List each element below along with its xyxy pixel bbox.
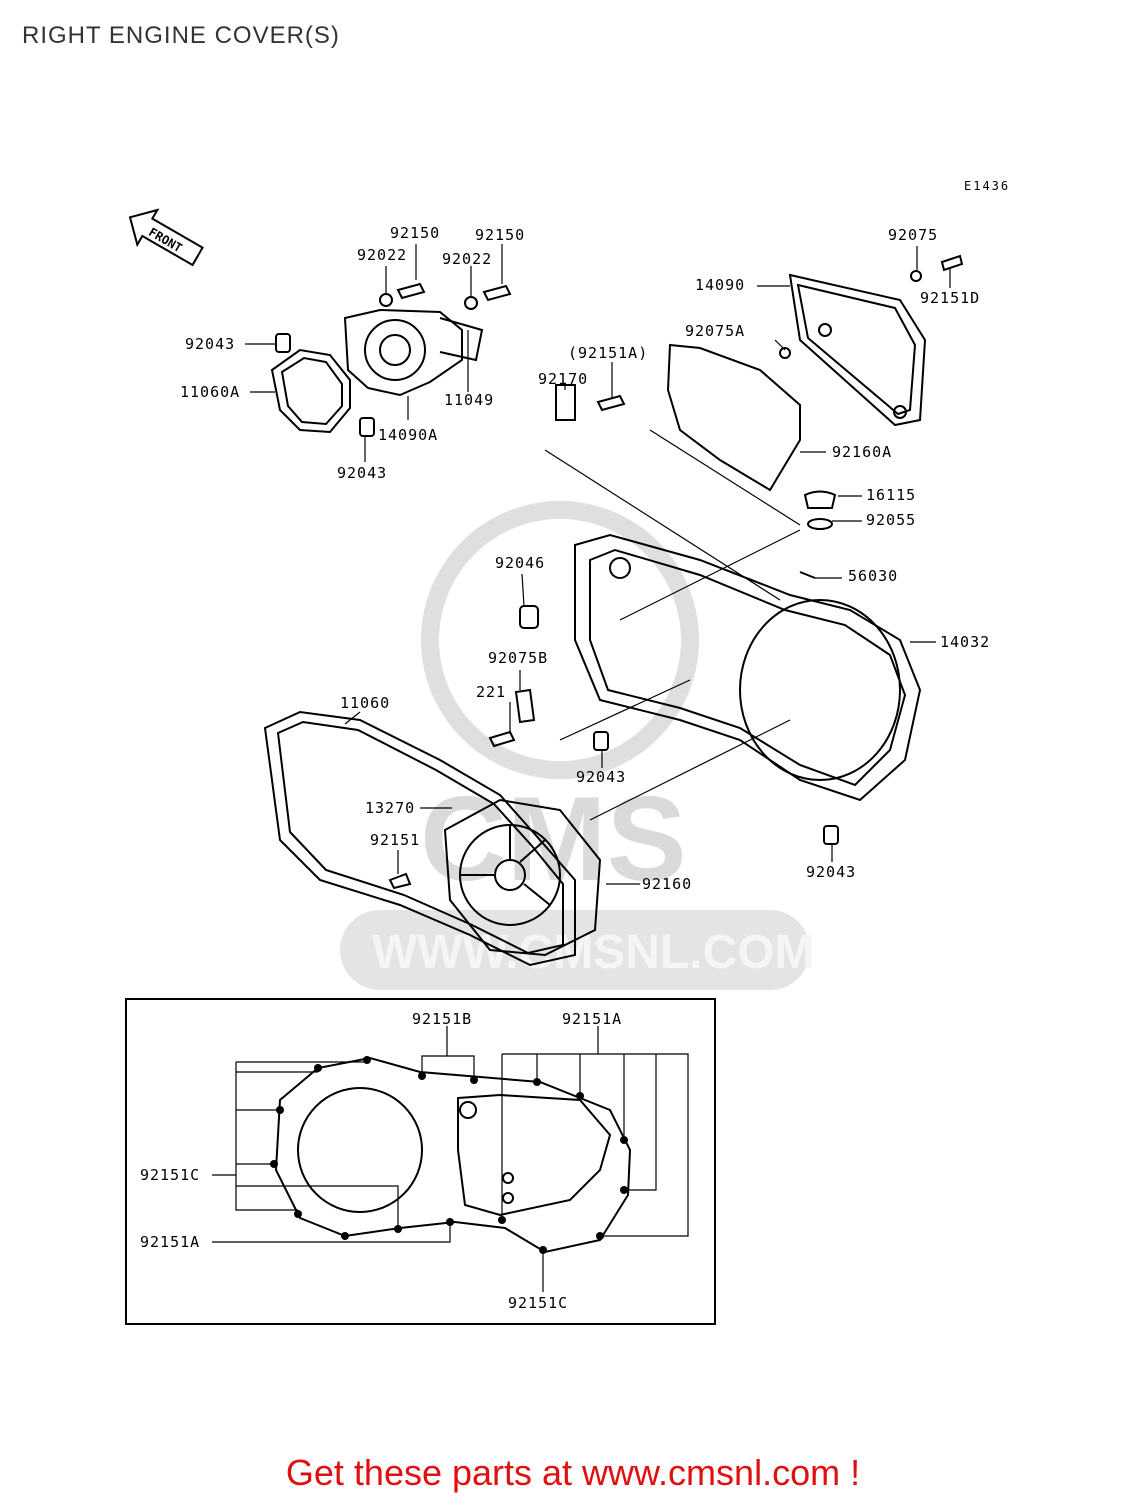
inset-label-92151A-top: 92151A [562, 1010, 622, 1028]
label-92043-d: 92043 [806, 863, 856, 881]
gasket-and-clutch-cover [263, 710, 602, 967]
label-92043-a: 92043 [185, 335, 235, 353]
label-92075B: 92075B [488, 649, 548, 667]
label-92151A-paren: (92151A) [568, 344, 648, 362]
label-92022-b: 92022 [442, 250, 492, 268]
inset-label-92151C-left: 92151C [140, 1166, 200, 1184]
front-arrow-icon: FRONT [128, 208, 204, 267]
label-92160A: 92160A [832, 443, 892, 461]
label-11060: 11060 [340, 694, 390, 712]
label-92075: 92075 [888, 226, 938, 244]
label-14090A: 14090A [378, 426, 438, 444]
label-56030: 56030 [848, 567, 898, 585]
label-92151: 92151 [370, 831, 420, 849]
inset-label-92151A-left: 92151A [140, 1233, 200, 1251]
label-92046: 92046 [495, 554, 545, 572]
label-92022-a: 92022 [357, 246, 407, 264]
label-221: 221 [476, 683, 506, 701]
label-92150-b: 92150 [475, 226, 525, 244]
label-92055: 92055 [866, 511, 916, 529]
diagram-code: E1436 [964, 179, 1010, 193]
label-13270: 13270 [365, 799, 415, 817]
inset-label-92151B: 92151B [412, 1010, 472, 1028]
part-labels: 92150 92022 92150 92022 92043 11060A 140… [180, 224, 990, 893]
label-92170: 92170 [538, 370, 588, 388]
parts-diagram: CMS WWW.CMSNL.COM FRONT E1436 [125, 179, 1010, 1325]
watermark: CMS WWW.CMSNL.COM [340, 501, 815, 990]
label-92075A: 92075A [685, 322, 745, 340]
leader-lines [245, 244, 951, 885]
label-11049: 11049 [444, 391, 494, 409]
pump-cover-group [270, 282, 512, 437]
label-92151D: 92151D [920, 289, 980, 307]
label-92043-b: 92043 [337, 464, 387, 482]
bolt-inset: 92151B 92151A 92151C 92151A 92151C [125, 998, 716, 1325]
inset-label-92151C-bottom: 92151C [508, 1294, 568, 1312]
label-14032: 14032 [940, 633, 990, 651]
label-16115: 16115 [866, 486, 916, 504]
promo-link[interactable]: Get these parts at www.cmsnl.com ! [285, 1452, 861, 1493]
label-11060A: 11060A [180, 383, 240, 401]
upper-cover-group [555, 254, 964, 579]
label-92160: 92160 [642, 875, 692, 893]
label-92150-a: 92150 [390, 224, 440, 242]
watermark-url: WWW.CMSNL.COM [372, 926, 815, 979]
main-cover-group [488, 533, 922, 845]
label-14090: 14090 [695, 276, 745, 294]
page-title: RIGHT ENGINE COVER(S) [22, 22, 340, 49]
label-92043-c: 92043 [576, 768, 626, 786]
